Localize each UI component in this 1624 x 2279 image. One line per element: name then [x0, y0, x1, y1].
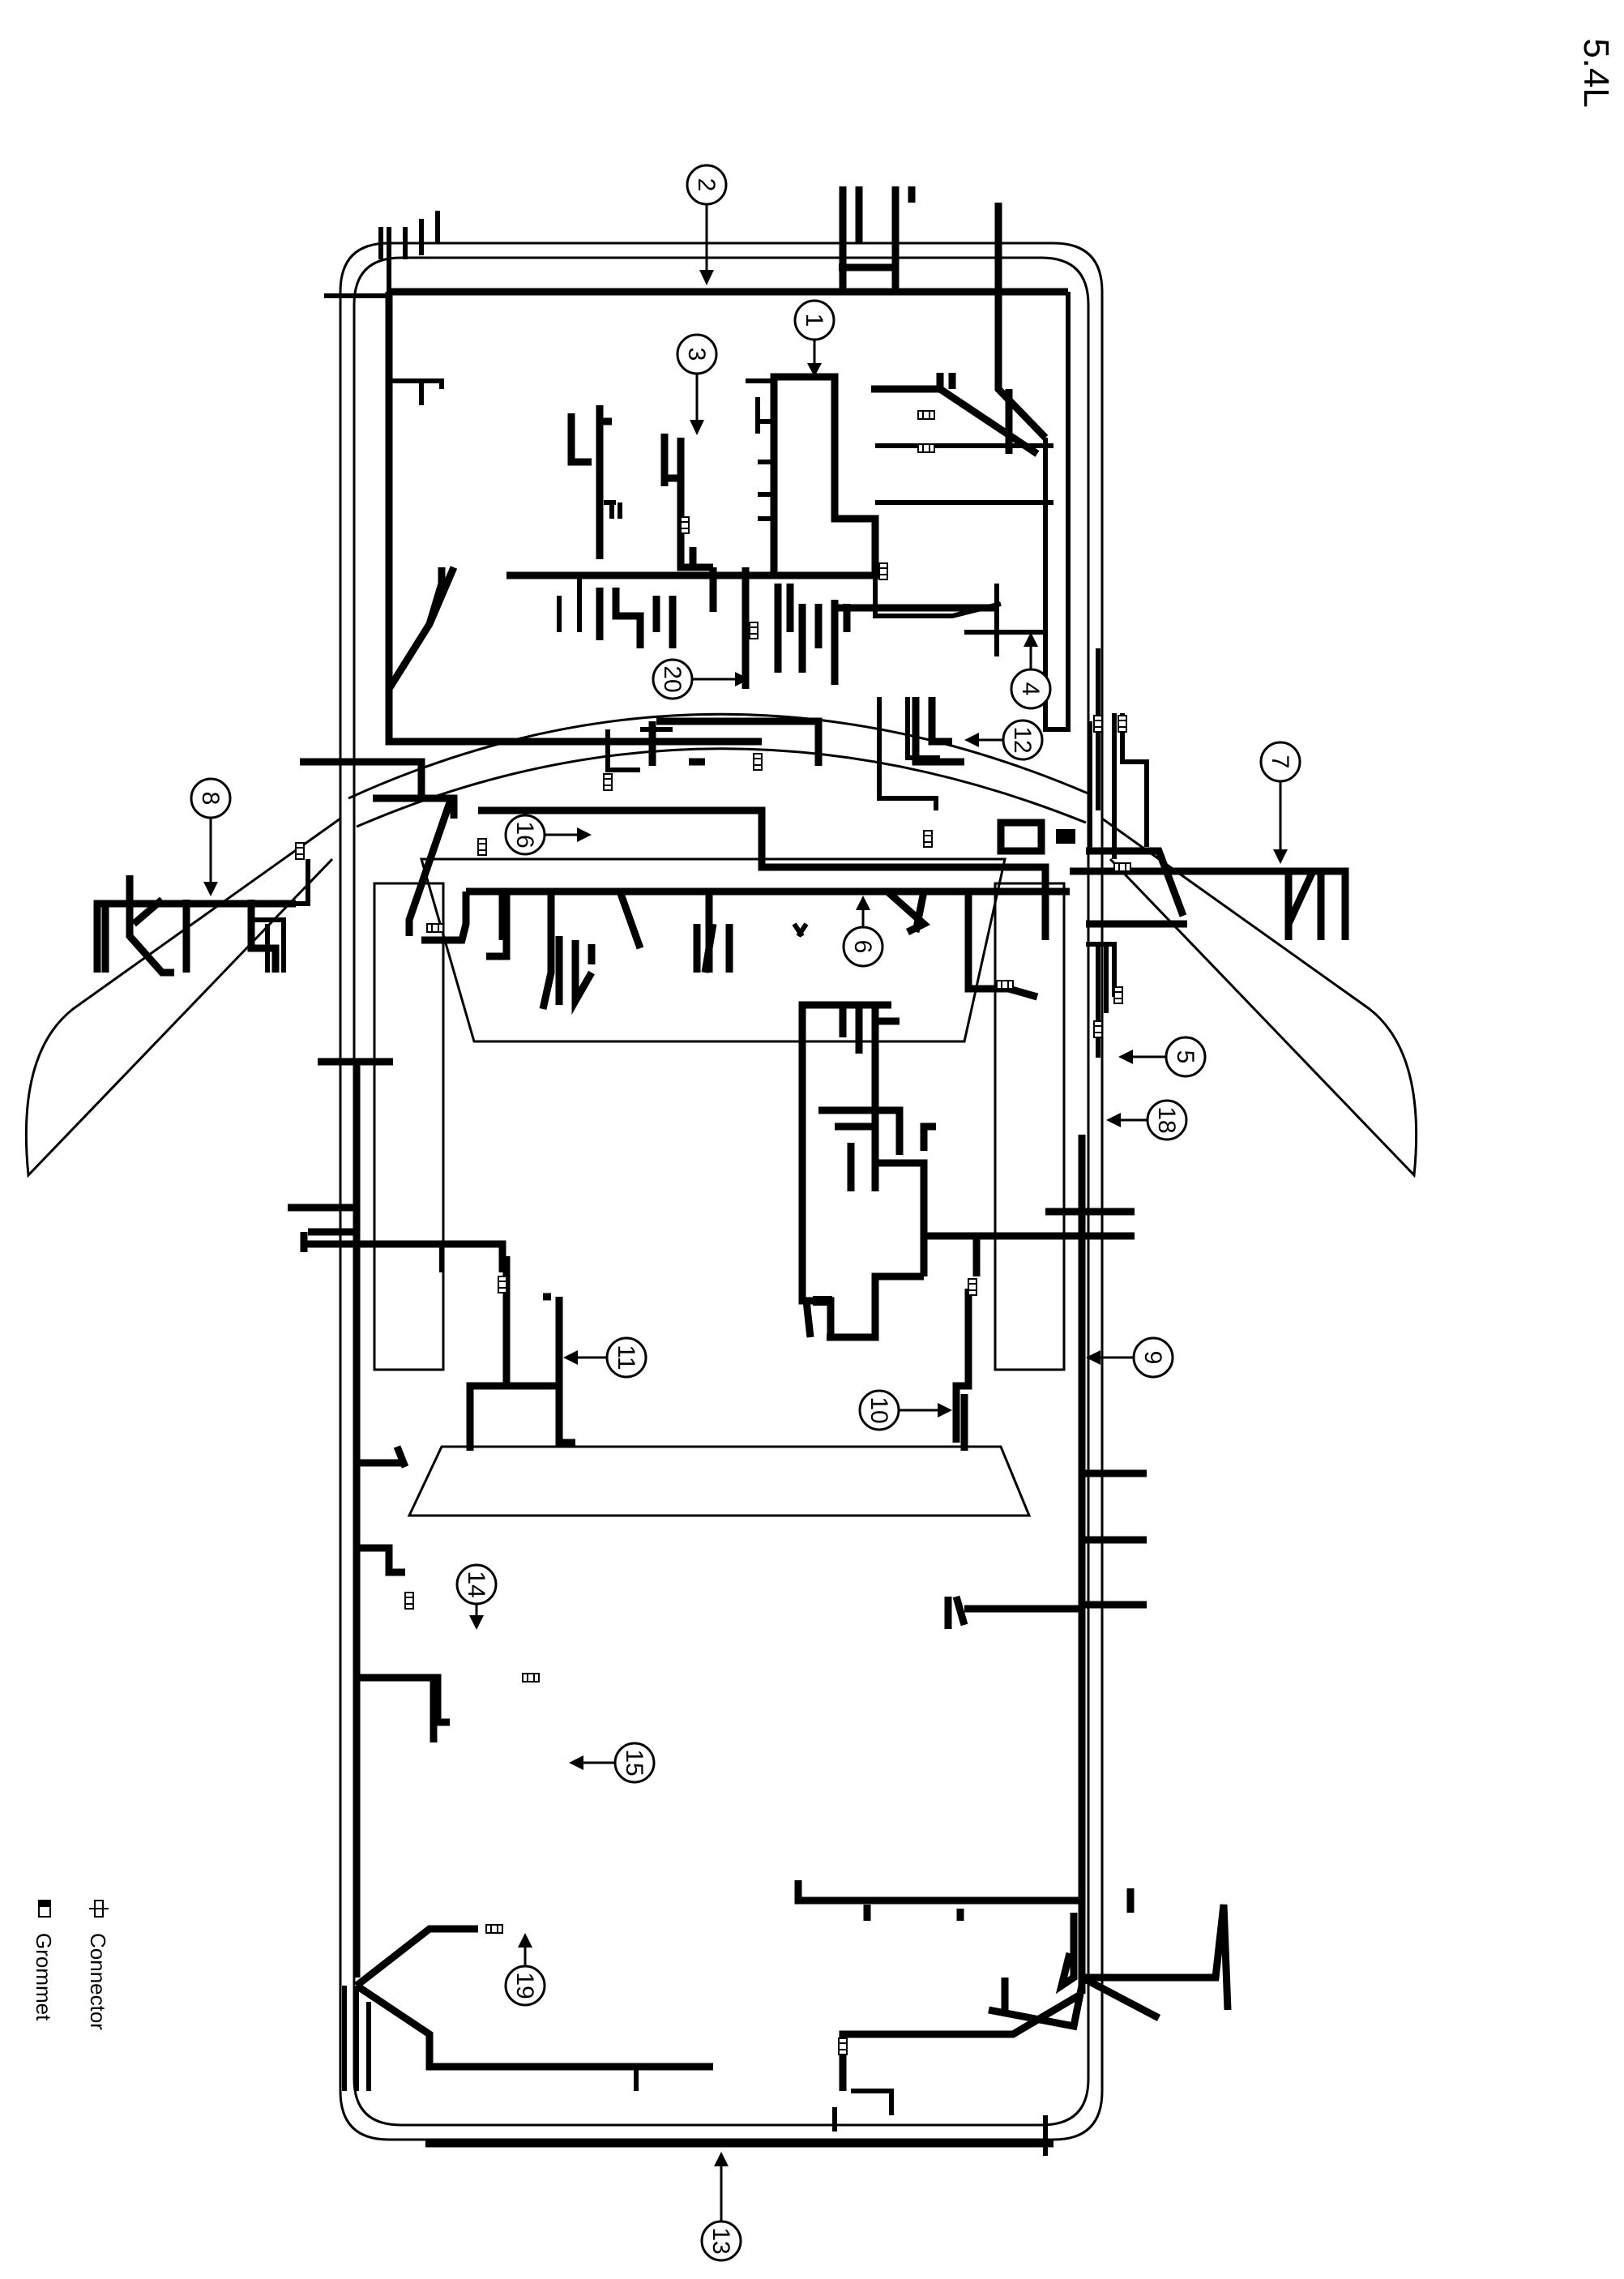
connector-icon: [923, 830, 933, 848]
connector-icon: [404, 1592, 414, 1610]
connector-icon: [1118, 715, 1127, 733]
legend: Connector Grommet: [32, 1900, 110, 2030]
connector-icon: [426, 923, 444, 933]
engine-harness: [506, 405, 997, 689]
svg-text:1: 1: [801, 314, 827, 327]
callout-5: 5: [1118, 1036, 1207, 1078]
svg-text:5: 5: [1172, 1050, 1199, 1064]
callout-16: 16: [504, 814, 592, 856]
instrument-panel-harness: [300, 697, 1070, 1015]
engine-label: 5.4L: [1576, 38, 1616, 108]
callout-13: 13: [700, 2152, 742, 2262]
grommet-icon: [1056, 829, 1075, 844]
engine-compartment-harness: [324, 186, 1071, 746]
svg-text:14: 14: [463, 1571, 489, 1597]
callout-3: 3: [676, 333, 718, 435]
connector-icon: [968, 1278, 977, 1296]
svg-text:2: 2: [693, 178, 720, 192]
callout-1: 1: [793, 299, 836, 377]
connector-icon: [996, 980, 1014, 990]
connector-icon: [603, 773, 613, 791]
svg-text:6: 6: [849, 940, 876, 954]
callout-6: 6: [842, 896, 884, 968]
legend-connector: Connector: [86, 1900, 110, 2030]
callout-20: 20: [652, 658, 750, 700]
connector-icon: [477, 838, 487, 856]
connector-icon: [522, 1673, 540, 1683]
svg-text:19: 19: [511, 1972, 538, 1999]
connector-icon: [1093, 1020, 1103, 1038]
callout-7: 7: [1259, 741, 1301, 864]
callout-18: 18: [1106, 1099, 1188, 1141]
trunk-harness: [425, 2115, 1053, 2156]
left-door-harness: [93, 859, 310, 977]
connector-icon: [680, 516, 690, 534]
connector-icon: [838, 2037, 848, 2055]
rear-harness-10-11: [466, 1256, 972, 1451]
right-front-door: [1101, 817, 1418, 1178]
svg-text:9: 9: [1139, 1351, 1166, 1365]
right-door-harness: [1070, 648, 1349, 1058]
connector-icon: [753, 753, 763, 771]
callout-2: 2: [686, 164, 728, 285]
body-harness-left: [288, 1058, 713, 2091]
svg-text:15: 15: [621, 1749, 647, 1776]
callout-11: 11: [563, 1336, 647, 1379]
callout-12: 12: [964, 719, 1044, 761]
vehicle-body-outline: [339, 242, 1104, 2141]
body-harness-right: [794, 1135, 1232, 2140]
svg-text:13: 13: [707, 2227, 734, 2254]
callout-4: 4: [1010, 632, 1052, 710]
connector-icon: [1113, 862, 1131, 872]
connector-icon: [485, 1924, 503, 1934]
svg-text:3: 3: [683, 348, 710, 361]
callout-8: 8: [190, 777, 232, 896]
left-front-door: [24, 817, 341, 1178]
svg-text:20: 20: [659, 665, 686, 692]
callout-14: 14: [455, 1563, 498, 1630]
callout-19: 19: [504, 1933, 546, 2007]
connector-icon: [878, 562, 888, 580]
callouts: 1 2 3 4 5 6: [190, 164, 1301, 2262]
connector-icon: [917, 443, 935, 453]
legend-connector-label: Connector: [86, 1933, 110, 2030]
grommet-icon: [38, 1900, 51, 1918]
connector-icon: [749, 622, 759, 639]
svg-text:4: 4: [1017, 682, 1044, 696]
svg-text:12: 12: [1009, 726, 1036, 753]
connector-icon: [89, 1900, 109, 1918]
svg-text:8: 8: [197, 792, 224, 806]
legend-grommet: Grommet: [32, 1900, 56, 2021]
connector-icon: [917, 410, 935, 420]
legend-grommet-label: Grommet: [32, 1933, 56, 2021]
grommet-icon: [813, 1296, 832, 1306]
svg-text:7: 7: [1267, 755, 1293, 769]
callout-10: 10: [858, 1389, 952, 1431]
svg-text:10: 10: [865, 1396, 892, 1423]
callout-9: 9: [1086, 1336, 1174, 1379]
connector-icon: [295, 842, 305, 860]
svg-text:11: 11: [613, 1345, 639, 1370]
svg-text:16: 16: [511, 821, 538, 848]
svg-text:18: 18: [1153, 1106, 1180, 1133]
center-console-harness: [798, 1001, 936, 1341]
connector-icon: [1113, 986, 1123, 1004]
callout-15: 15: [569, 1742, 656, 1784]
connector-icon: [1093, 715, 1103, 733]
connector-symbols: [295, 410, 1131, 2055]
connector-icon: [498, 1276, 507, 1293]
